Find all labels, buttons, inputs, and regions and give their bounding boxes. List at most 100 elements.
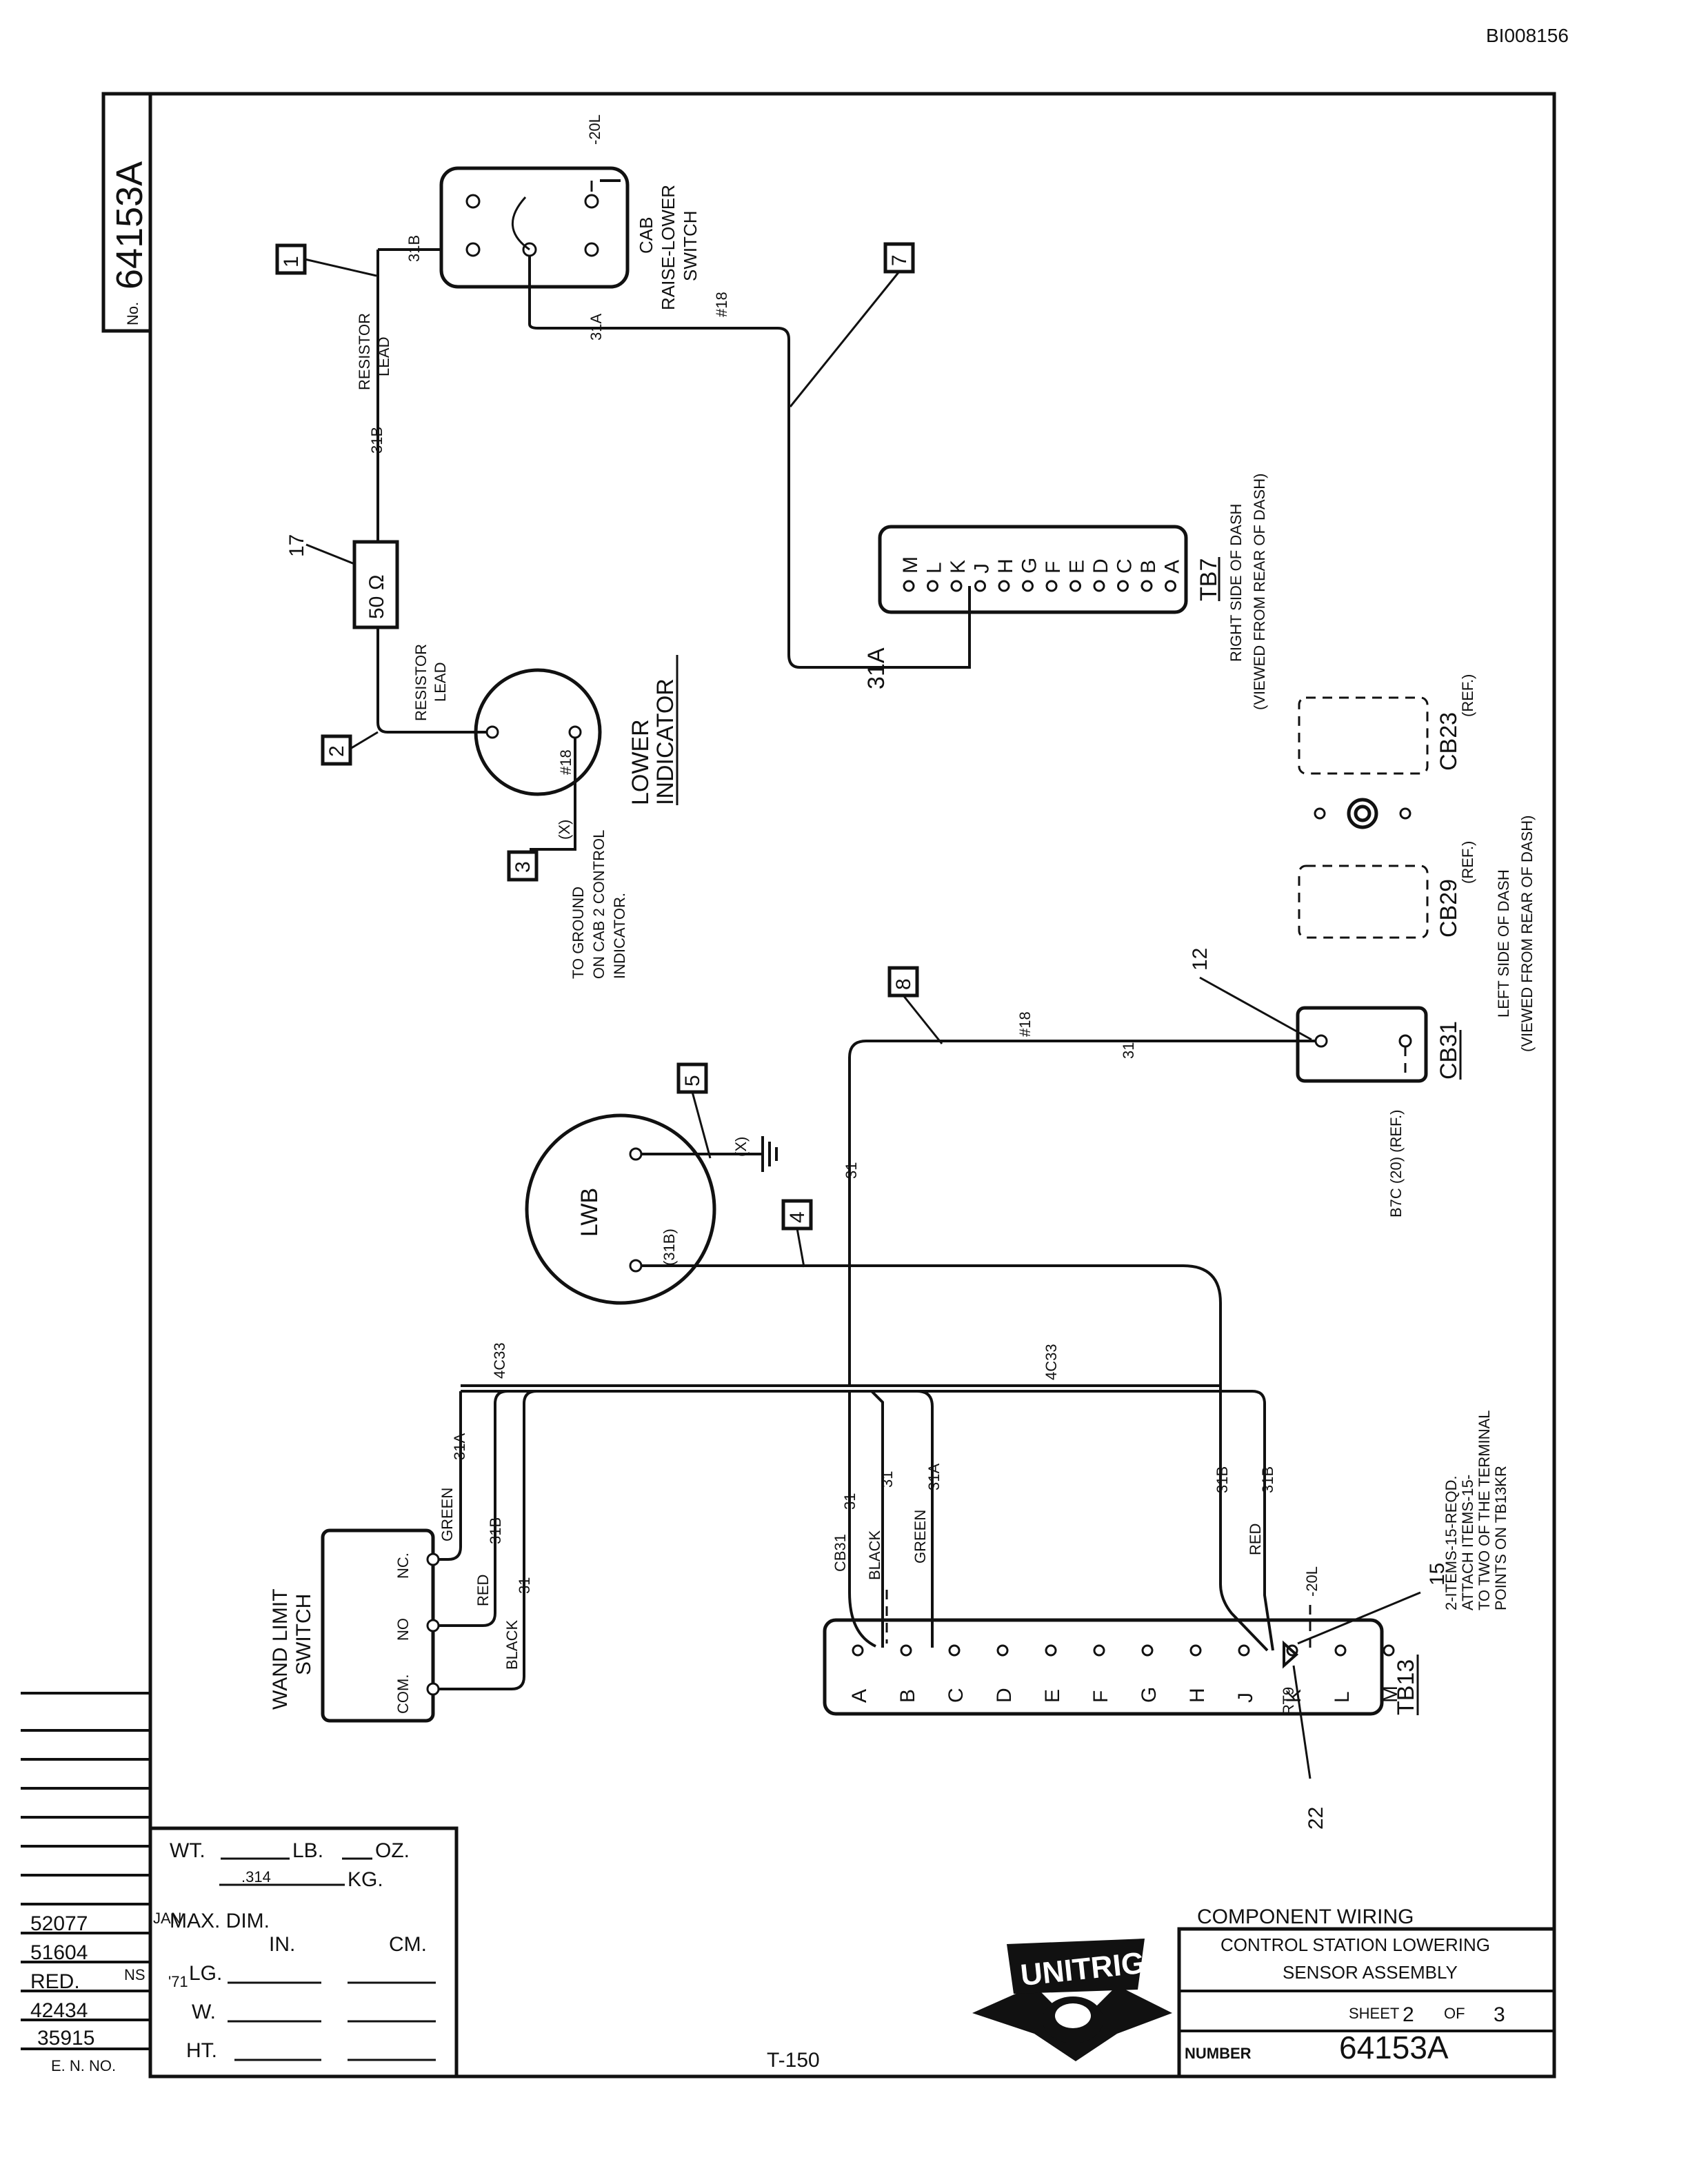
note-15-line1: 2-ITEMS-15-REQD. — [1443, 1475, 1460, 1610]
callout-4: 4 — [781, 1199, 813, 1268]
tb13-terminal-label-b: B — [896, 1689, 919, 1703]
wand-green-wire: 31A — [451, 1433, 468, 1460]
sheet-label: SHEET — [1349, 2005, 1399, 2022]
tb13-drop-black — [870, 1390, 884, 1648]
lower-indicator-gauge: #18 — [557, 749, 574, 775]
wand-line2: SWITCH — [292, 1594, 315, 1675]
svg-text:LG.: LG. — [189, 1962, 222, 1985]
wand-no: NO — [394, 1618, 412, 1641]
callout-17-leader — [305, 543, 355, 565]
callout-22: 22 — [1305, 1807, 1327, 1830]
callout-17: 17 — [285, 534, 308, 557]
svg-text:MAX. DIM.: MAX. DIM. — [170, 1910, 270, 1932]
left-dash-line2: (VIEWED FROM REAR OF DASH) — [1518, 816, 1536, 1052]
tb7-terminal-label-k: K — [947, 560, 969, 574]
callout-5: 5 — [676, 1062, 712, 1159]
title-line1: CONTROL STATION LOWERING — [1220, 1934, 1490, 1955]
wire-31b-right2: 31B — [1259, 1466, 1276, 1493]
title-line2: SENSOR ASSEMBLY — [1283, 1962, 1458, 1983]
tb13-terminal-label-f: F — [1089, 1690, 1112, 1703]
title-number: 64153A — [1339, 2030, 1449, 2065]
tb13-terminal-j — [1238, 1644, 1250, 1657]
wand-black: BLACK — [503, 1620, 521, 1670]
svg-text:HT.: HT. — [186, 2039, 217, 2062]
callout-3: 3 — [507, 850, 539, 882]
left-dash-line1: LEFT SIDE OF DASH — [1495, 869, 1512, 1018]
svg-text:7: 7 — [888, 254, 911, 266]
sheet-code: T-150 — [767, 2049, 820, 2072]
tb7-line2: (VIEWED FROM REAR OF DASH) — [1251, 474, 1268, 710]
svg-text:LB.: LB. — [292, 1839, 323, 1862]
title-main: COMPONENT WIRING — [1197, 1905, 1414, 1928]
callout-12: 12 — [1189, 948, 1212, 971]
tb13-terminal-label-j: J — [1234, 1692, 1257, 1703]
ground-note-line3: INDICATOR. — [611, 893, 628, 979]
svg-text:.314: .314 — [241, 1868, 271, 1885]
svg-text:WT.: WT. — [170, 1839, 205, 1862]
callout-22-leader — [1292, 1665, 1312, 1779]
tb7-terminal-b — [1141, 580, 1153, 592]
tb13-terminal-l — [1334, 1644, 1347, 1657]
tb7-terminal-k — [950, 580, 963, 592]
rev-1: 52077 — [30, 1912, 88, 1935]
callout-2: 2 — [321, 731, 379, 766]
resistor-lead-bottom-line2: LEAD — [432, 663, 449, 702]
wire-31b-lwb-to-tb13 — [641, 1264, 1269, 1652]
tb13-name: TB13 — [1393, 1659, 1419, 1715]
resistor-lead-top-line2: LEAD — [375, 337, 392, 376]
ground-note-line2: ON CAB 2 CONTROL — [590, 830, 607, 979]
tb13-terminal-label-a: A — [848, 1689, 871, 1703]
wand-wire-red — [439, 1390, 508, 1627]
tb7-terminal-l — [927, 580, 938, 592]
tb13-black-label: BLACK — [866, 1530, 883, 1580]
tb7-terminal-f — [1045, 580, 1058, 592]
tb13-drop-green — [916, 1390, 934, 1648]
lower-indicator: #18 (X) LOWER INDICATOR — [474, 655, 679, 851]
tb7-terminal-label-m: M — [899, 556, 922, 574]
wand-black-wire: 31 — [516, 1577, 533, 1594]
tb13-green-wire: 31A — [925, 1464, 943, 1490]
svg-text:2: 2 — [325, 745, 348, 757]
tab-number: 64153A — [109, 161, 150, 290]
cb23: CB23 (REF.) — [1298, 674, 1476, 775]
tb7-terminal-label-g: G — [1018, 558, 1041, 574]
svg-text:IN.: IN. — [269, 1933, 295, 1956]
svg-text:(REF.): (REF.) — [1459, 674, 1476, 717]
tb13-red: RED — [1247, 1524, 1264, 1555]
cb31: CB31 B7C (20) (REF.) — [1296, 1006, 1462, 1217]
tb13-cb31-label: CB31 — [832, 1534, 849, 1572]
svg-text:OZ.: OZ. — [375, 1839, 410, 1862]
wire-31b-right1: 31B — [1214, 1466, 1231, 1493]
tb13-terminal-h — [1189, 1644, 1202, 1657]
tb13-terminal-c — [948, 1644, 961, 1657]
tb13-terminal-m — [1383, 1644, 1395, 1657]
harness-label-left: 4C33 — [491, 1342, 508, 1379]
callout-15: 15 — [1426, 1563, 1449, 1586]
tb13-terminal-b — [900, 1644, 912, 1657]
tb13-cb31-wire: 31 — [841, 1493, 858, 1510]
tb7-terminal-label-f: F — [1042, 561, 1065, 574]
sheet-of: 3 — [1494, 2003, 1505, 2026]
cb31-ref-note: B7C (20) (REF.) — [1387, 1110, 1405, 1217]
wand-line1: WAND LIMIT — [269, 1588, 292, 1710]
tb13-drop-cb31 — [848, 1391, 876, 1648]
tb13-terminal-e — [1045, 1644, 1057, 1657]
tb7-terminal-label-a: A — [1161, 560, 1184, 574]
tb13-terminal-label-g: G — [1138, 1687, 1160, 1703]
svg-text:5: 5 — [681, 1075, 704, 1086]
wand-wire-black — [439, 1390, 537, 1690]
tb7-terminal-label-b: B — [1137, 560, 1160, 574]
wand-green: GREEN — [439, 1488, 456, 1541]
weights-block: WT. LB. OZ. .314 KG. MAX. DIM. IN. CM. L… — [148, 1826, 459, 2079]
resistor-lead-bottom — [376, 627, 490, 734]
tb13-terminal-f — [1093, 1644, 1105, 1657]
rev-mark-ns: NS — [124, 1966, 145, 1983]
svg-text:1: 1 — [280, 256, 303, 267]
ground-symbol — [761, 1136, 778, 1172]
tb13-terminal-label-d: D — [993, 1688, 1016, 1703]
tb13-terminal-label-e: E — [1041, 1689, 1064, 1703]
wire-31a-cab-to-tb7 — [528, 323, 971, 669]
lower-indicator-line2: INDICATOR — [652, 678, 679, 805]
of-label: OF — [1444, 2005, 1465, 2022]
